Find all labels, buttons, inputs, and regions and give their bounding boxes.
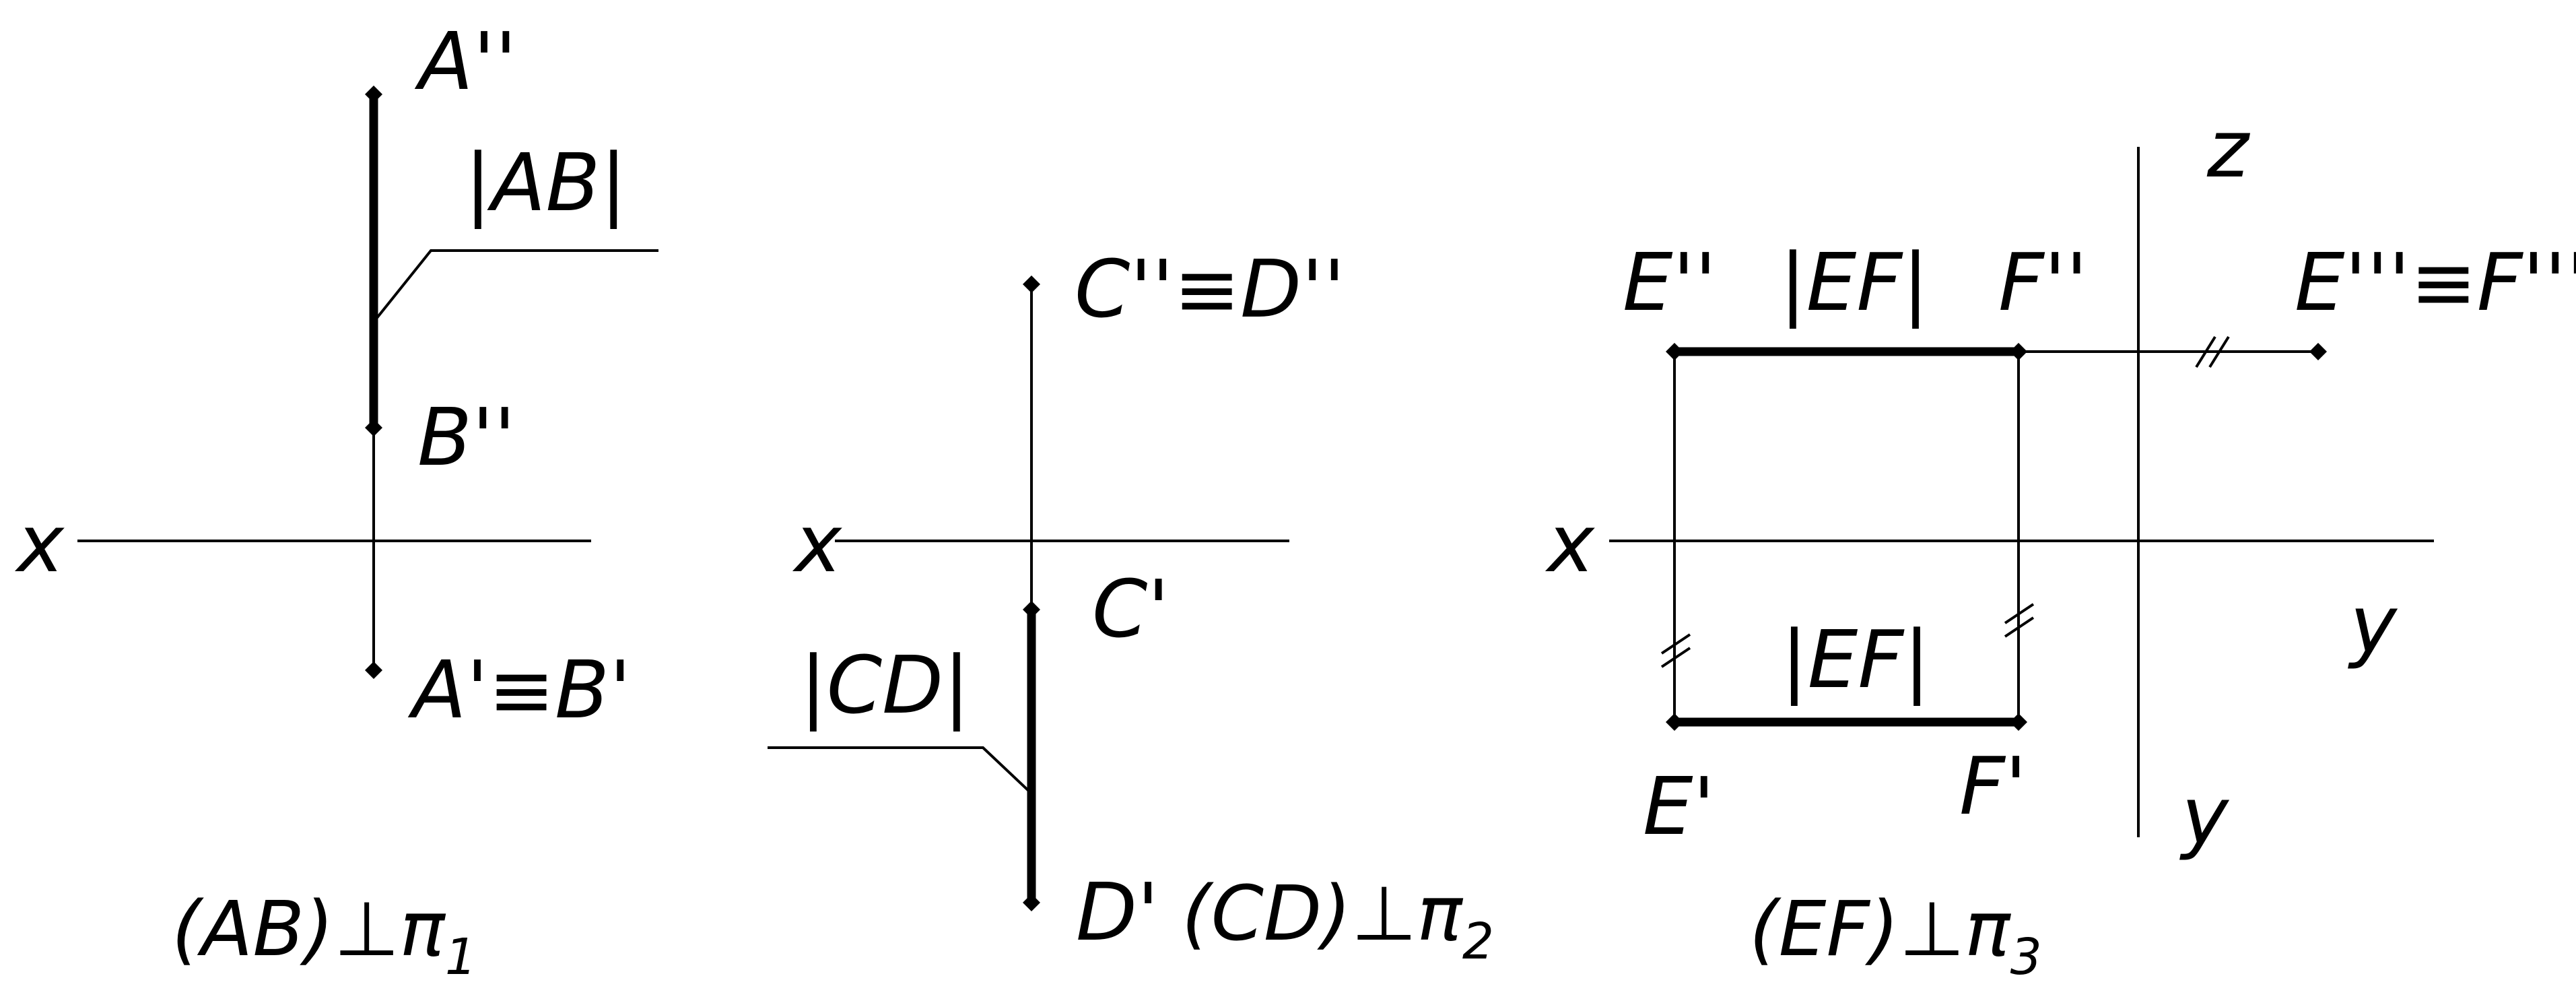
point-e1 xyxy=(1666,713,1683,731)
caption-cd: (CD)⊥π2 xyxy=(1182,870,1494,971)
label-y-right: y xyxy=(2348,578,2398,671)
label-cd-length: |CD| xyxy=(800,639,970,732)
point-b2 xyxy=(365,419,382,436)
label-x-cd: x xyxy=(792,497,842,590)
leader-ab xyxy=(372,249,658,323)
label-a1b1: A'≡B' xyxy=(407,643,631,736)
caption-ef-main: (EF)⊥π xyxy=(1749,886,2011,973)
label-c1: C' xyxy=(1092,562,1170,655)
tick-e-2 xyxy=(1660,647,1691,668)
point-a2 xyxy=(365,86,382,103)
caption-ef-sub: 3 xyxy=(2010,928,2042,986)
label-e3f3: E'''≡F''' xyxy=(2295,236,2576,329)
panel-cd: C''≡D'' x C' |CD| D' (CD)⊥π2 xyxy=(768,242,1494,971)
label-ef-length-top: |EF| xyxy=(1780,236,1929,329)
label-x-ef: x xyxy=(1545,497,1595,590)
label-d1: D' xyxy=(1076,866,1159,959)
label-b2: B'' xyxy=(417,391,516,484)
label-e1: E' xyxy=(1643,760,1715,853)
leader-cd xyxy=(768,746,1033,795)
panel-ef: z E'' |EF| F'' E'''≡F''' x y |EF| E' F' … xyxy=(1545,102,2576,986)
point-a1b1 xyxy=(365,661,382,679)
point-f1 xyxy=(2010,713,2027,731)
label-y-bottom: y xyxy=(2179,769,2230,862)
point-c2d2 xyxy=(1023,275,1040,293)
point-e2 xyxy=(1666,343,1683,360)
caption-cd-main: (CD)⊥π xyxy=(1182,870,1463,958)
tick-h-1 xyxy=(2195,335,2216,368)
caption-ab-sub: 1 xyxy=(445,928,477,986)
tick-e-1 xyxy=(1660,633,1691,655)
label-e2: E'' xyxy=(1623,236,1716,329)
caption-cd-sub: 2 xyxy=(1462,913,1494,971)
point-f2 xyxy=(2010,343,2027,360)
point-e3f3 xyxy=(2309,343,2327,360)
label-ab-length: |AB| xyxy=(465,136,627,229)
tick-h-2 xyxy=(2208,335,2230,368)
equality-ticks xyxy=(1660,335,2230,668)
tick-f-2 xyxy=(2004,616,2035,638)
point-c1 xyxy=(1023,601,1040,618)
label-a2: A'' xyxy=(414,15,517,108)
caption-ef: (EF)⊥π3 xyxy=(1749,886,2042,986)
label-f2: F'' xyxy=(1998,236,2088,329)
label-f1: F' xyxy=(1959,740,2027,833)
label-c2d2: C''≡D'' xyxy=(1075,242,1345,335)
tick-f-1 xyxy=(2004,603,2035,624)
panel-ab: A'' |AB| B'' x A'≡B' (AB)⊥π1 xyxy=(14,15,658,986)
point-d1 xyxy=(1023,894,1040,911)
caption-ab-main: (AB)⊥π xyxy=(172,886,446,973)
label-z: z xyxy=(2206,102,2251,195)
label-x-ab: x xyxy=(14,497,65,590)
label-ef-length-bottom: |EF| xyxy=(1781,613,1930,706)
caption-ab: (AB)⊥π1 xyxy=(172,886,477,986)
